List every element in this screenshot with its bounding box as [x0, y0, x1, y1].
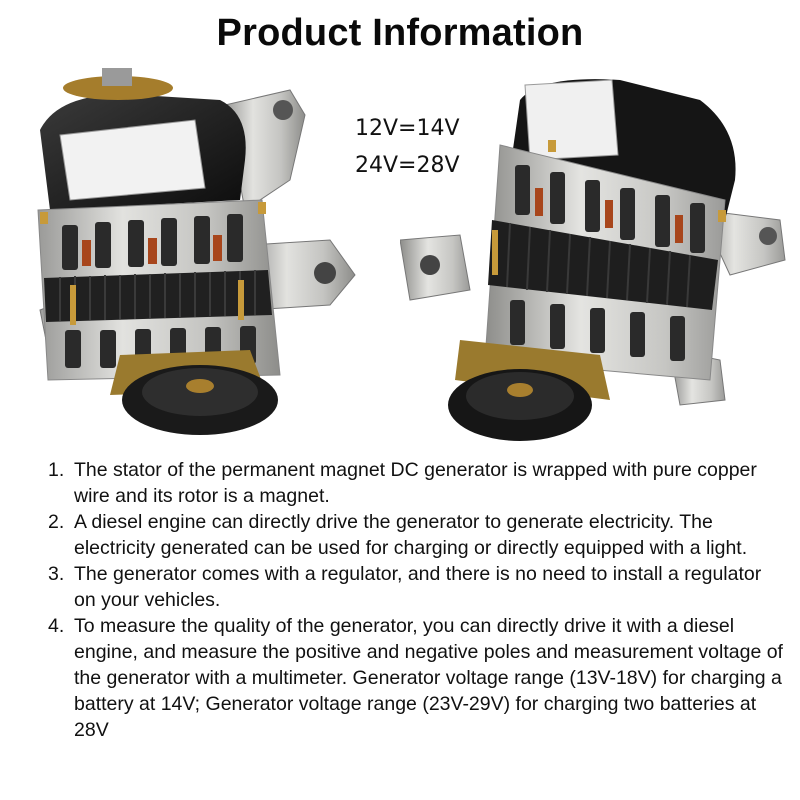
product-photos [0, 60, 800, 450]
list-item-text: To measure the quality of the generator,… [74, 615, 783, 741]
list-item: 3. The generator comes with a regulator,… [48, 561, 788, 613]
list-item-number: 4. [48, 615, 65, 637]
voltage-label-12v: 12V=14V [355, 116, 460, 141]
list-item: 4. To measure the quality of the generat… [48, 613, 788, 743]
list-item-number: 2. [48, 511, 65, 533]
list-item: 1. The stator of the permanent magnet DC… [48, 457, 788, 509]
list-item-text: The stator of the permanent magnet DC ge… [74, 459, 757, 507]
feature-list: 1. The stator of the permanent magnet DC… [48, 457, 788, 743]
generator-photo-left [37, 68, 356, 435]
list-item: 2. A diesel engine can directly drive th… [48, 509, 788, 561]
list-item-text: A diesel engine can directly drive the g… [74, 511, 748, 559]
voltage-label-24v: 24V=28V [355, 153, 460, 178]
list-item-number: 3. [48, 563, 65, 585]
page-title: Product Information [216, 12, 584, 54]
generator-photo-right [400, 79, 786, 441]
list-item-text: The generator comes with a regulator, an… [74, 563, 762, 611]
list-item-number: 1. [48, 459, 65, 481]
